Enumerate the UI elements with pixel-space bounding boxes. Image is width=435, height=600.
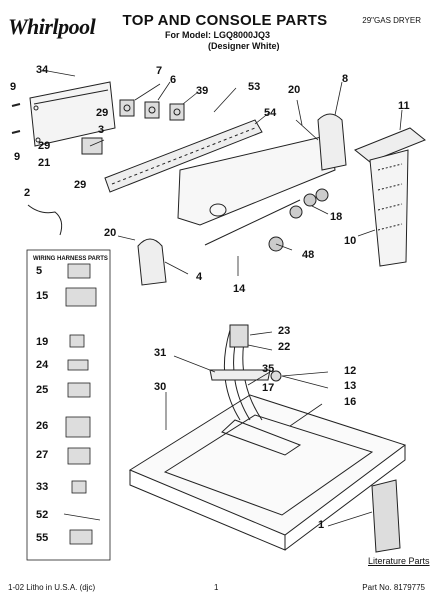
- callout-6: 6: [170, 74, 177, 86]
- callout-29-top: 29: [96, 107, 109, 119]
- callout-11: 11: [398, 100, 410, 112]
- callout-35: 35: [262, 363, 275, 375]
- callout-2: 2: [24, 187, 31, 199]
- console-back-panel-part: [29, 81, 116, 147]
- harness-part: [27, 204, 63, 236]
- callout-18: 18: [330, 211, 343, 223]
- callout-7: 7: [156, 65, 163, 77]
- callout-13: 13: [344, 380, 357, 392]
- callout-16: 16: [344, 396, 357, 408]
- timer-part: [81, 137, 103, 155]
- callout-31: 31: [154, 347, 167, 359]
- harness-part-55: [69, 529, 93, 545]
- product-label: 29"GAS DRYER: [362, 16, 421, 25]
- right-end-cap-part: [317, 113, 347, 171]
- callout-26: 26: [36, 420, 49, 432]
- callout-19: 19: [36, 336, 49, 348]
- callout-9-bottom: 9: [14, 151, 21, 163]
- brand-logo: Whirlpool: [8, 14, 96, 39]
- callout-34: 34: [36, 64, 49, 76]
- control-switches-part: [119, 99, 185, 121]
- callout-10: 10: [344, 235, 357, 247]
- callout-20-bottom: 20: [104, 227, 117, 239]
- control-knobs-part: [268, 188, 329, 252]
- callout-15: 15: [36, 290, 49, 302]
- callout-8: 8: [342, 73, 349, 85]
- footer-part-number: Part No. 8179775: [362, 583, 425, 592]
- callout-21: 21: [38, 157, 51, 169]
- footer-page-number: 1: [214, 583, 219, 592]
- callout-12: 12: [344, 365, 357, 377]
- footer-litho: 1-02 Litho in U.S.A. (djc): [8, 583, 96, 592]
- harness-part-26: [65, 416, 91, 438]
- callout-17: 17: [262, 382, 275, 394]
- callout-52: 52: [36, 509, 49, 521]
- harness-part-27: [67, 447, 91, 465]
- callout-54: 54: [264, 107, 277, 119]
- callout-27: 27: [36, 449, 49, 461]
- callout-3: 3: [98, 124, 105, 136]
- callout-25: 25: [36, 384, 49, 396]
- callout-4: 4: [196, 271, 203, 283]
- callout-33: 33: [36, 481, 49, 493]
- callout-14: 14: [233, 283, 246, 295]
- drum-light-part: [270, 370, 282, 382]
- callout-23: 23: [278, 325, 291, 337]
- model-line: For Model: LGQ8000JQ3: [165, 30, 271, 40]
- callout-29-bottom: 29: [74, 179, 87, 191]
- callout-48: 48: [302, 249, 315, 261]
- harness-part-52: [63, 513, 101, 521]
- harness-part-24: [67, 359, 89, 371]
- callout-29-left: 29: [38, 140, 51, 152]
- variant-line: (Designer White): [208, 41, 280, 51]
- callout-1: 1: [318, 519, 325, 531]
- lint-screen-part: [354, 127, 426, 267]
- console-part: [177, 134, 336, 246]
- control-bracket-part: [104, 119, 263, 193]
- harness-part-19: [69, 334, 85, 348]
- left-end-cap-part: [137, 238, 167, 286]
- callout-20-top: 20: [288, 84, 301, 96]
- legend-title: WIRING HARNESS PARTS: [33, 256, 108, 262]
- callout-55: 55: [36, 532, 49, 544]
- callout-22: 22: [278, 341, 291, 353]
- callout-53: 53: [248, 81, 261, 93]
- diagram-title: TOP AND CONSOLE PARTS: [122, 12, 328, 29]
- callout-30: 30: [154, 381, 167, 393]
- harness-part-5: [67, 263, 91, 279]
- callout-24: 24: [36, 359, 49, 371]
- literature-parts-label: Literature Parts: [368, 556, 430, 566]
- literature-booklet-part: [371, 479, 401, 553]
- callout-5: 5: [36, 265, 43, 277]
- door-switch-part: [229, 324, 249, 348]
- harness-part-33: [71, 480, 87, 494]
- callout-9-top: 9: [10, 81, 17, 93]
- harness-part-25: [67, 382, 91, 398]
- dryer-top-part: [128, 394, 407, 551]
- harness-part-15: [65, 287, 97, 307]
- callout-39: 39: [196, 85, 209, 97]
- top-wire-harness-part: [209, 329, 271, 421]
